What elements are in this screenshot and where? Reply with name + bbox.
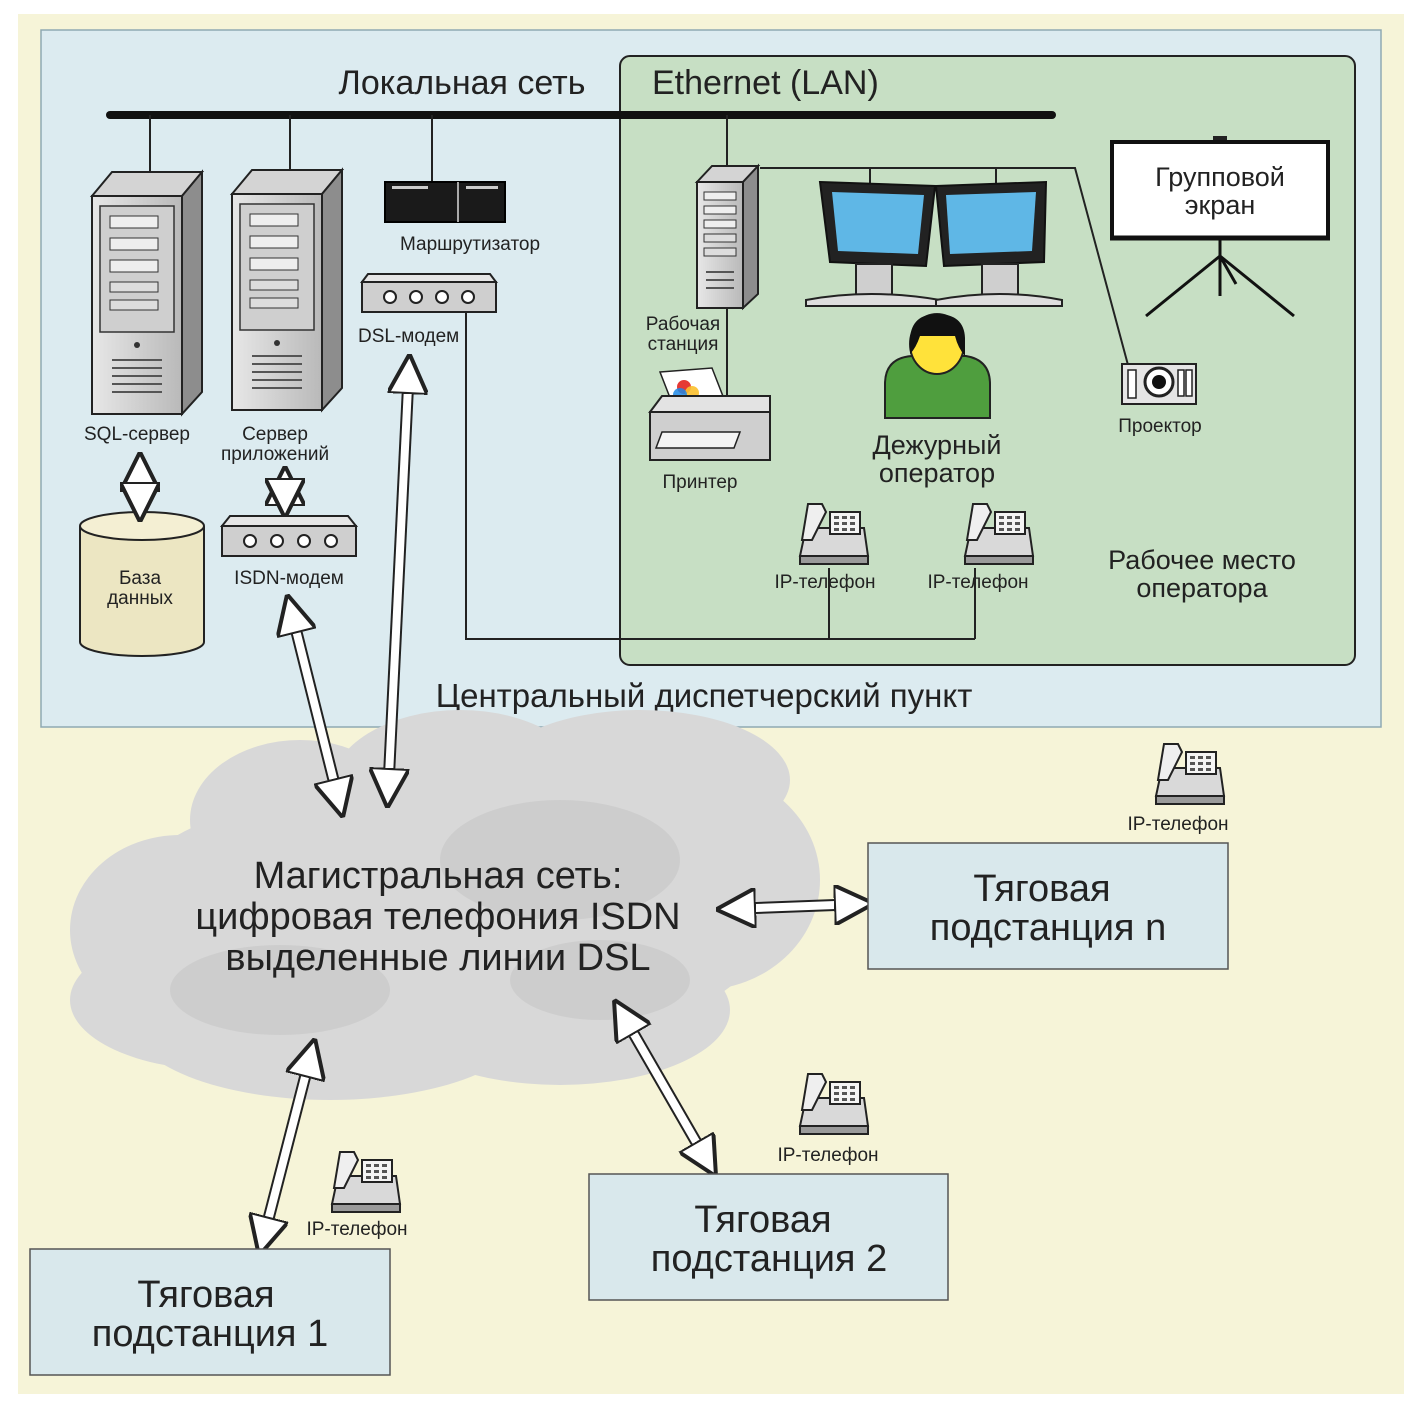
ip-phone-icon [964, 503, 1034, 565]
projection-screen-icon [1110, 136, 1330, 318]
backbone-label-2: цифровая телефония ISDN [195, 896, 680, 938]
projector-icon [1121, 363, 1197, 405]
substation-1-label-1: Тяговая [137, 1274, 274, 1316]
dsl-modem-label: DSL-модем [358, 326, 459, 347]
dsl-modem-icon [360, 273, 498, 313]
app-server-icon [229, 167, 345, 413]
database-label-2: данных [107, 588, 173, 609]
link-arrows [262, 366, 862, 1244]
app-server-label-2: приложений [221, 444, 329, 465]
substation-n-label-2: подстанция n [930, 907, 1166, 949]
printer-label: Принтер [663, 472, 738, 493]
operator-icon [884, 313, 991, 419]
workplace-caption-1: Рабочее место [1108, 545, 1296, 575]
workstation-label-2: станция [648, 334, 719, 355]
ip-phone-icon [799, 503, 869, 565]
database-icon [79, 511, 205, 657]
substation-1-box [29, 1248, 391, 1376]
workstation-icon [694, 163, 761, 311]
substation-n-phone-label: IP-телефон [1127, 814, 1228, 835]
substation-2-box [588, 1173, 949, 1301]
isdn-modem-icon [219, 515, 359, 557]
group-screen-label-1: Групповой [1155, 162, 1285, 192]
substation-2-label-2: подстанция 2 [651, 1238, 887, 1280]
substation-2-phone-label: IP-телефон [777, 1145, 878, 1166]
database-label-1: База [119, 568, 162, 589]
backbone-label-1: Магистральная сеть: [254, 855, 623, 897]
ip-phone-label-2: IP-телефон [927, 572, 1028, 593]
monitor-icon [805, 180, 941, 307]
router-label: Маршрутизатор [400, 234, 540, 255]
sql-server-icon [89, 169, 205, 417]
printer-icon [648, 367, 771, 461]
substation-1-label-2: подстанция 1 [92, 1313, 328, 1355]
projector-label: Проектор [1118, 416, 1202, 437]
workstation-label-1: Рабочая [646, 314, 720, 335]
cloud-shading [170, 800, 690, 1035]
ip-phone-icon [331, 1151, 401, 1213]
ip-phone-icon [1155, 743, 1225, 805]
backbone-label-3: выделенные линии DSL [225, 937, 650, 979]
lan-connections [149, 115, 1129, 640]
router-icon [384, 181, 506, 223]
ethernet-title: Ethernet (LAN) [652, 64, 879, 102]
workplace-caption-2: оператора [1136, 573, 1268, 603]
sql-server-label: SQL-сервер [84, 424, 190, 445]
app-server-label-1: Сервер [242, 424, 308, 445]
substation-1-phone-label: IP-телефон [306, 1219, 407, 1240]
central-caption: Центральный диспетчерский пункт [436, 677, 973, 714]
substation-2-label-1: Тяговая [694, 1199, 831, 1241]
group-screen-label-2: экран [1185, 190, 1256, 220]
operator-label-1: Дежурный [873, 430, 1002, 460]
monitor-icon [934, 180, 1063, 307]
substation-n-box [867, 842, 1229, 970]
lan-title: Локальная сеть [339, 64, 586, 102]
isdn-modem-label: ISDN-модем [234, 568, 344, 589]
ip-phone-icon [799, 1073, 869, 1135]
operator-label-2: оператор [879, 458, 995, 488]
substation-n-label-1: Тяговая [973, 868, 1110, 910]
ip-phone-label-1: IP-телефон [774, 572, 875, 593]
